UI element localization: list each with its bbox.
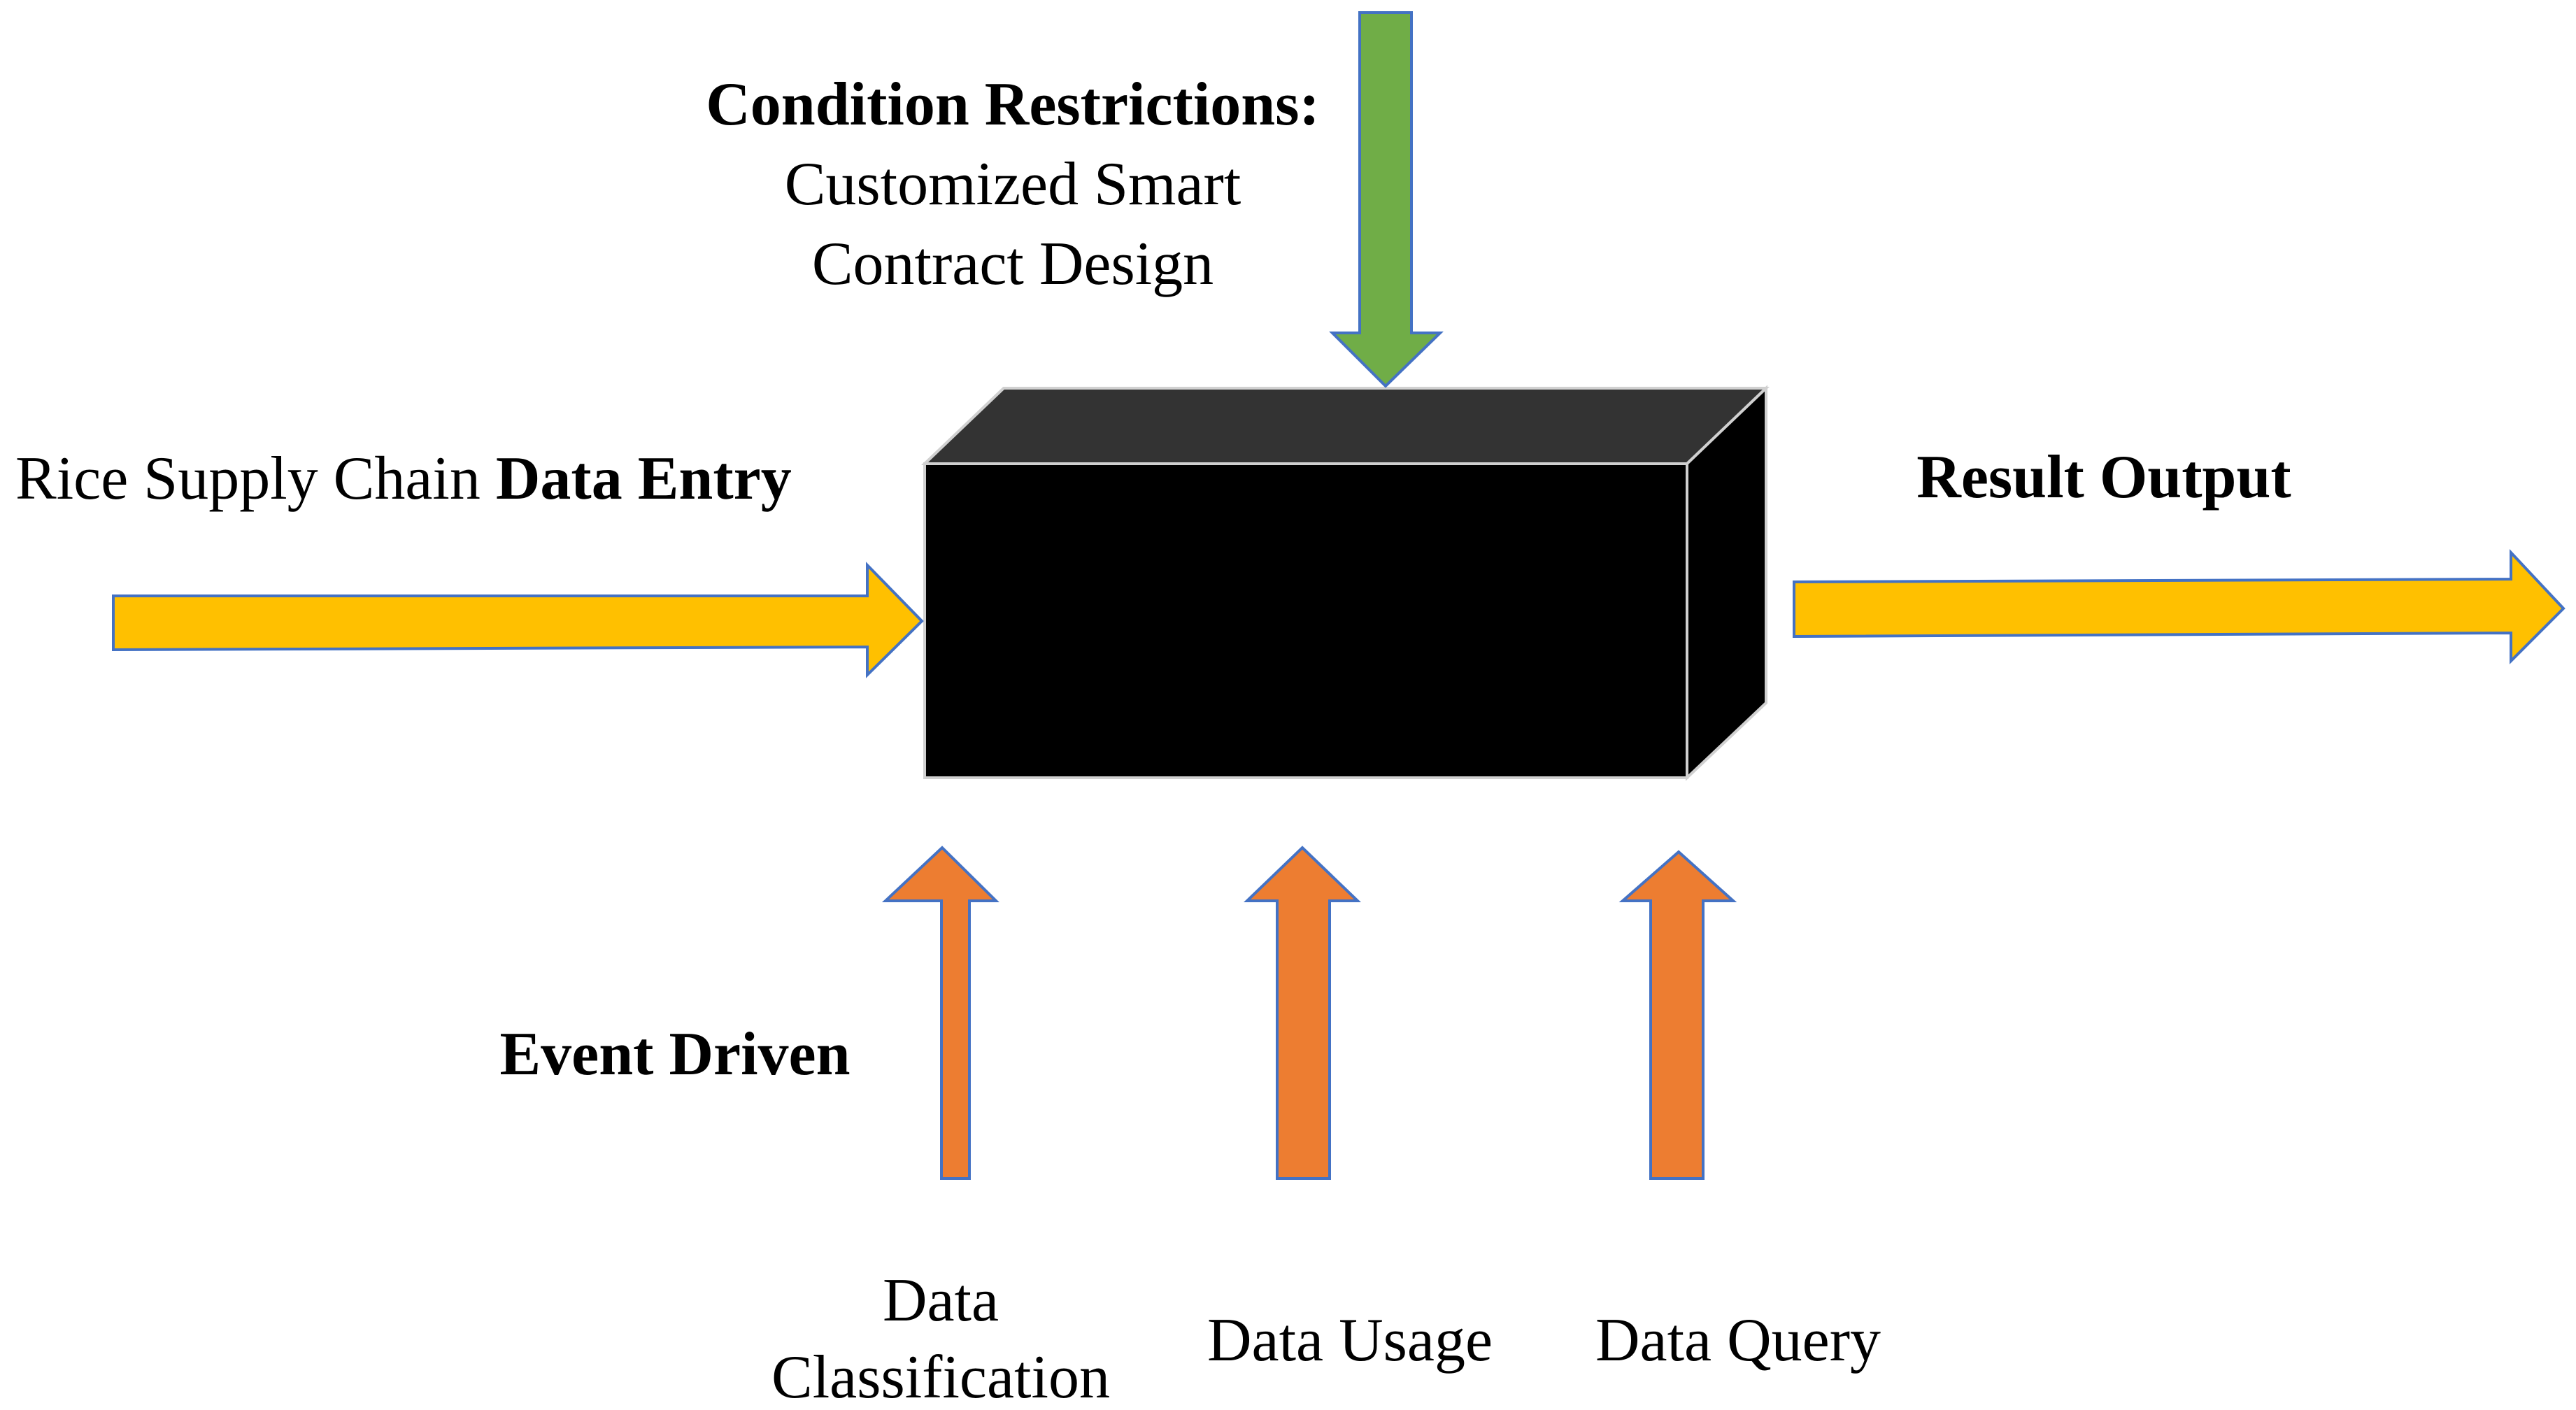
condition-line-1: Customized Smart	[785, 150, 1241, 218]
output-arrow-right	[1793, 548, 2566, 664]
output-label: Result Output	[1916, 443, 2291, 511]
condition-line-2: Contract Design	[812, 230, 1214, 298]
condition-title: Condition Restrictions:	[706, 71, 1320, 138]
event-arrow-query	[1618, 850, 1737, 1180]
event-arrow-classification	[881, 846, 999, 1180]
black-box	[921, 385, 1770, 781]
black-box-front-face	[923, 462, 1688, 779]
input-arrow-right	[112, 562, 924, 678]
input-label-bold: Data Entry	[496, 445, 792, 513]
event-item-classification-line-1: Data	[883, 1267, 999, 1334]
condition-arrow-down	[1329, 11, 1444, 388]
event-item-usage: Data Usage	[1207, 1306, 1493, 1374]
input-label-prefix: Rice Supply Chain	[15, 445, 496, 513]
event-arrow-usage	[1244, 846, 1361, 1180]
event-driven-label: Event Driven	[499, 1020, 850, 1088]
event-item-query: Data Query	[1595, 1306, 1881, 1374]
input-label: Rice Supply Chain Data Entry	[15, 445, 792, 513]
event-item-classification-line-2: Classification	[771, 1344, 1110, 1410]
black-box-top-face	[921, 387, 1770, 465]
